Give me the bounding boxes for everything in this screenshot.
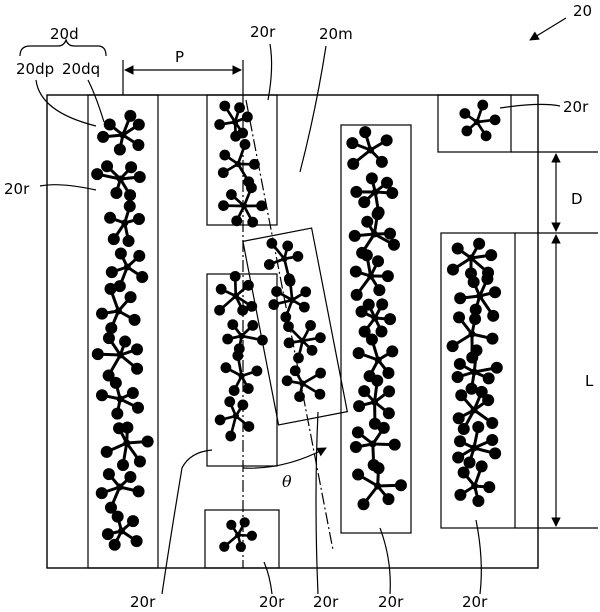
ref-d-label: 20d bbox=[50, 25, 79, 43]
ref-d-brace bbox=[19, 38, 107, 57]
sheet-frame bbox=[46, 94, 539, 569]
ref-m-label: 20m bbox=[319, 25, 353, 43]
ref-r-bottom5-label: 20r bbox=[462, 593, 488, 611]
particle-cluster bbox=[352, 462, 407, 511]
particle-cluster bbox=[263, 237, 304, 285]
strip-bottom-mid bbox=[204, 509, 280, 569]
ref-dp-leader bbox=[35, 79, 97, 127]
strip-mid bbox=[206, 273, 278, 467]
gap-label: D bbox=[571, 190, 583, 208]
strip-top-right bbox=[437, 94, 512, 153]
particle-cluster bbox=[348, 208, 400, 259]
ref-m-leader bbox=[299, 45, 327, 173]
ref-r-bottom3-label: 20r bbox=[313, 593, 339, 611]
ref-r-bottom3-leader bbox=[315, 411, 319, 595]
angle-label: θ bbox=[282, 472, 292, 491]
particle-cluster bbox=[459, 99, 501, 142]
particle-cluster bbox=[352, 333, 399, 383]
particle-cluster bbox=[355, 298, 397, 338]
particle-cluster bbox=[452, 385, 499, 435]
particle-cluster bbox=[346, 126, 393, 170]
particle-cluster bbox=[220, 350, 263, 396]
ref-r-bottom1-leader bbox=[161, 449, 213, 595]
strip-top-mid bbox=[206, 94, 278, 226]
particle-cluster bbox=[95, 376, 144, 420]
particle-cluster bbox=[454, 272, 502, 322]
pitch-label: P bbox=[175, 48, 184, 66]
ref-main-label: 20 bbox=[573, 2, 592, 20]
particle-cluster bbox=[446, 237, 498, 280]
strip-right-long bbox=[440, 232, 516, 529]
particle-clusters bbox=[91, 99, 503, 552]
particle-cluster bbox=[222, 319, 268, 355]
particle-cluster bbox=[97, 109, 145, 156]
ref-r-left-leader bbox=[39, 184, 97, 191]
particle-cluster bbox=[218, 182, 267, 228]
particle-cluster bbox=[349, 249, 394, 301]
particle-cluster bbox=[214, 270, 258, 316]
ref-r-bottom2-label: 20r bbox=[259, 593, 285, 611]
ref-r-bottom4-leader bbox=[379, 527, 391, 595]
particle-cluster bbox=[219, 517, 257, 552]
ref-r-top-leader bbox=[267, 43, 273, 101]
particle-cluster bbox=[100, 421, 154, 471]
particle-cluster bbox=[454, 460, 496, 508]
ref-r-top-label: 20r bbox=[250, 23, 276, 41]
axis-tilted bbox=[245, 99, 334, 551]
particle-cluster bbox=[101, 510, 143, 551]
particle-cluster bbox=[217, 139, 260, 188]
ref-r-left-label: 20r bbox=[4, 180, 30, 198]
ref-r-bottom4-label: 20r bbox=[378, 593, 404, 611]
ref-main-arrow bbox=[529, 17, 567, 41]
ref-dq-label: 20dq bbox=[62, 60, 100, 78]
particle-cluster bbox=[353, 374, 396, 430]
strip-right-mid bbox=[340, 124, 412, 534]
particle-cluster bbox=[214, 396, 255, 442]
particle-cluster bbox=[104, 200, 145, 248]
particle-cluster bbox=[105, 247, 149, 293]
angle-arc bbox=[242, 447, 327, 469]
particle-cluster bbox=[95, 468, 145, 514]
particle-cluster bbox=[91, 160, 146, 202]
particle-cluster bbox=[268, 275, 312, 323]
ref-r-bottom1-label: 20r bbox=[130, 593, 156, 611]
ref-r-topright-leader bbox=[499, 103, 561, 109]
ref-r-bottom5-leader bbox=[475, 519, 482, 595]
length-label: L bbox=[585, 372, 594, 390]
particle-cluster bbox=[96, 282, 141, 335]
ref-r-bottom2-leader bbox=[263, 561, 273, 595]
particle-cluster bbox=[281, 365, 327, 403]
strip-tilted bbox=[242, 227, 348, 426]
ref-dp-label: 20dp bbox=[16, 60, 54, 78]
particle-cluster bbox=[283, 320, 326, 364]
particle-cluster bbox=[451, 344, 503, 395]
particle-cluster bbox=[452, 420, 502, 469]
particle-cluster bbox=[91, 332, 144, 382]
ref-r-topright-label: 20r bbox=[563, 98, 589, 116]
ref-dq-leader bbox=[87, 79, 105, 123]
